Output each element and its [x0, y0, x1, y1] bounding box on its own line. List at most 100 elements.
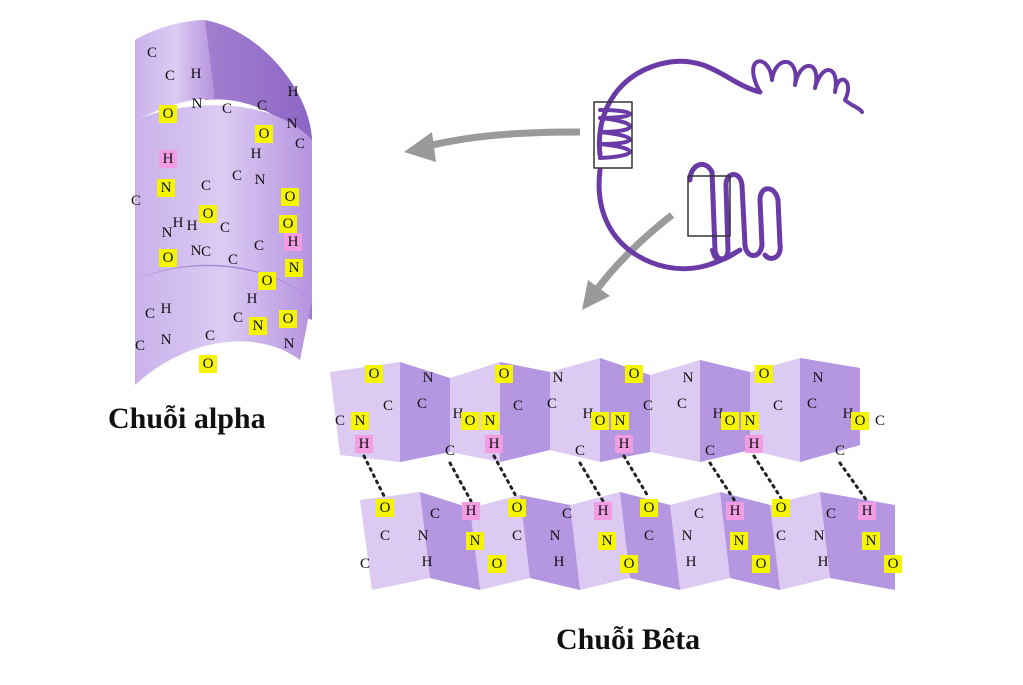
- beta-top-atom: N: [355, 413, 366, 429]
- beta-top-atom: C: [417, 396, 427, 412]
- o-atom-box: [255, 125, 273, 143]
- alpha-atom: C: [135, 338, 145, 354]
- beta-bottom-atom: C: [430, 506, 440, 522]
- n-atom-box: [351, 412, 369, 430]
- alpha-atom: H: [187, 218, 198, 234]
- o-atom-box: [620, 555, 638, 573]
- h-atom-box: [745, 435, 763, 453]
- beta-top-atom: O: [855, 413, 866, 429]
- o-atom-box: [755, 365, 773, 383]
- alpha-atom: H: [163, 151, 174, 167]
- beta-bottom-atom: C: [644, 528, 654, 544]
- beta-bottom-atom: C: [380, 528, 390, 544]
- o-atom-box: [365, 365, 383, 383]
- o-atom-box: [851, 412, 869, 430]
- o-atom-box: [488, 555, 506, 573]
- alpha-atom: O: [283, 311, 294, 327]
- beta-bottom-atom: H: [862, 503, 873, 519]
- beta-bottom-atom: H: [730, 503, 741, 519]
- beta-bottom-atom: O: [776, 500, 787, 516]
- alpha-atom: O: [259, 126, 270, 142]
- beta-top-atom: C: [677, 396, 687, 412]
- o-atom-box: [199, 205, 217, 223]
- alpha-atom: O: [262, 273, 273, 289]
- beta-bottom-atom: O: [380, 500, 391, 516]
- hydrogen-bond-line: [362, 454, 387, 500]
- beta-top-atom: H: [843, 406, 854, 422]
- h-atom-box: [159, 150, 177, 168]
- alpha-chain-label: Chuỗi alpha: [108, 402, 266, 435]
- alpha-atom: N: [255, 172, 266, 188]
- hydrogen-bond-line: [622, 454, 651, 500]
- n-atom-box: [157, 179, 175, 197]
- alpha-atom: N: [161, 332, 172, 348]
- hydrogen-bond-line: [578, 461, 605, 503]
- o-atom-box: [199, 355, 217, 373]
- beta-bottom-atom: C: [360, 556, 370, 572]
- n-atom-box: [862, 532, 880, 550]
- arrow-to-alpha: [419, 128, 581, 152]
- beta-sheet-ribbon: [330, 358, 895, 590]
- o-atom-box: [279, 215, 297, 233]
- beta-bottom-atom: H: [686, 554, 697, 570]
- beta-bottom-atom: C: [776, 528, 786, 544]
- beta-bottom-atom: O: [512, 500, 523, 516]
- hydrogen-bond-line: [448, 461, 473, 503]
- protein-ribbon-structure: [593, 58, 864, 272]
- beta-top-atom: O: [369, 366, 380, 382]
- beta-bottom-atom: N: [470, 533, 481, 549]
- h-atom-box: [485, 435, 503, 453]
- beta-top-atom: N: [745, 413, 756, 429]
- alpha-atom: C: [147, 45, 157, 61]
- alpha-atom: N: [289, 260, 300, 276]
- beta-top-atom: C: [807, 396, 817, 412]
- alpha-atom: N: [287, 116, 298, 132]
- beta-top-atom: O: [759, 366, 770, 382]
- beta-bottom-atom: N: [814, 528, 825, 544]
- beta-bottom-atom: N: [734, 533, 745, 549]
- beta-top-atom: N: [485, 413, 496, 429]
- alpha-atom: O: [285, 189, 296, 205]
- o-atom-box: [625, 365, 643, 383]
- o-atom-box: [591, 412, 609, 430]
- beta-hydrogen-bonds: [362, 454, 869, 503]
- h-atom-box: [284, 233, 302, 251]
- beta-top-atom: N: [423, 370, 434, 386]
- hydrogen-bond-line: [838, 461, 869, 503]
- n-atom-box: [249, 317, 267, 335]
- beta-top-atom: O: [499, 366, 510, 382]
- beta-top-atom: H: [619, 436, 630, 452]
- alpha-atom: O: [203, 206, 214, 222]
- o-atom-box: [508, 499, 526, 517]
- beta-top-atom: C: [335, 413, 345, 429]
- o-atom-box: [461, 412, 479, 430]
- h-atom-box: [462, 502, 480, 520]
- beta-bottom-atom: H: [818, 554, 829, 570]
- beta-top-atom: C: [575, 443, 585, 459]
- beta-top-atom: C: [547, 396, 557, 412]
- alpha-atom: N: [162, 225, 173, 241]
- beta-top-atom: C: [643, 398, 653, 414]
- h-atom-box: [615, 435, 633, 453]
- n-atom-box: [481, 412, 499, 430]
- o-atom-box: [772, 499, 790, 517]
- o-atom-box: [281, 188, 299, 206]
- alpha-atom: C: [220, 220, 230, 236]
- o-atom-box: [884, 555, 902, 573]
- beta-bottom-atom: O: [888, 556, 899, 572]
- beta-bottom-atom: O: [644, 500, 655, 516]
- beta-top-atom: H: [453, 406, 464, 422]
- n-atom-box: [611, 412, 629, 430]
- beta-bottom-atom: N: [550, 528, 561, 544]
- beta-top-atom: H: [359, 436, 370, 452]
- alpha-atom: C: [145, 306, 155, 322]
- o-atom-box: [279, 310, 297, 328]
- alpha-atom: H: [161, 301, 172, 317]
- beta-bottom-atom: O: [756, 556, 767, 572]
- alpha-atom: C: [228, 252, 238, 268]
- beta-top-atom: N: [553, 370, 564, 386]
- beta-bottom-atom: O: [492, 556, 503, 572]
- hydrogen-bond-line: [492, 454, 519, 500]
